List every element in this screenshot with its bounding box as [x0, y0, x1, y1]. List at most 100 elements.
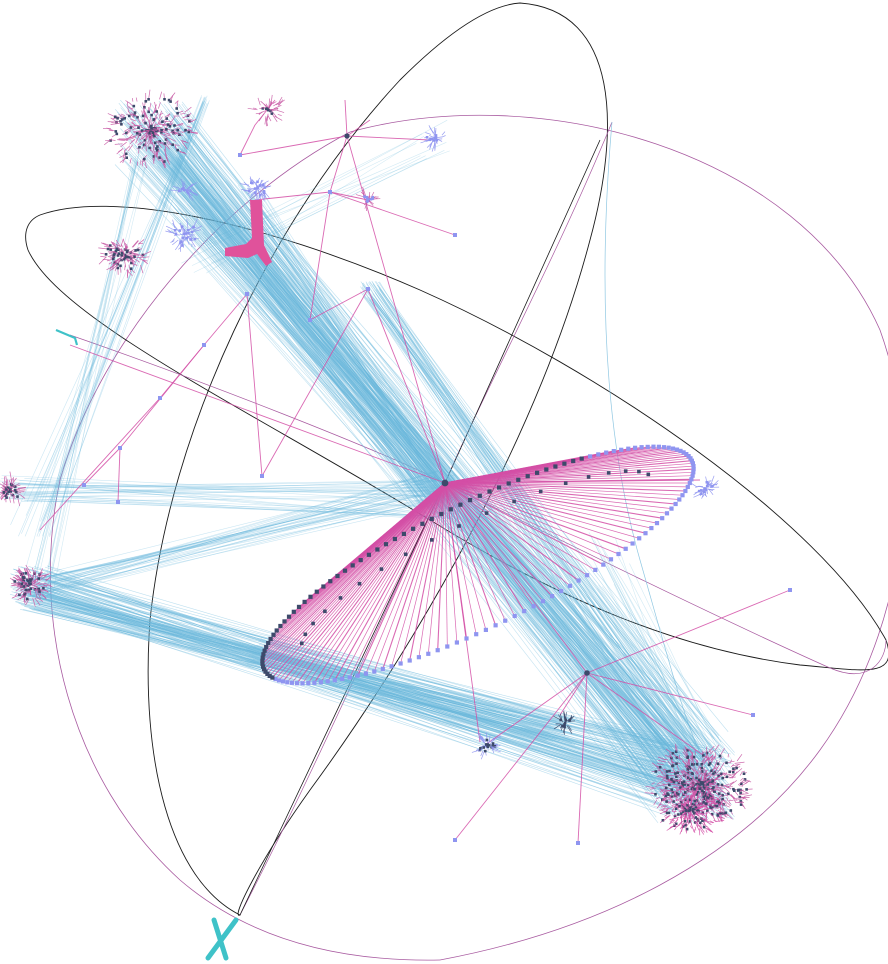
cross-edge — [175, 204, 651, 777]
cluster-node — [695, 776, 698, 780]
cluster-node — [173, 124, 176, 127]
fan-edge — [409, 482, 446, 661]
cluster-twig — [124, 138, 134, 141]
cross-edge — [121, 151, 452, 499]
cross-edge — [2, 484, 424, 495]
cluster-twig — [153, 152, 156, 162]
fan-edge — [421, 482, 446, 525]
cluster-twig — [189, 235, 194, 240]
ring-node — [487, 489, 492, 494]
cross-edge — [45, 569, 682, 807]
cluster-twig — [25, 567, 30, 575]
cluster-node — [721, 776, 724, 780]
fan-edge — [444, 457, 691, 484]
cluster-node — [686, 768, 689, 771]
ring-node — [264, 644, 269, 650]
cluster-twig — [172, 222, 178, 230]
ring-node — [571, 458, 576, 464]
cross-edge — [23, 594, 549, 726]
cluster-node — [113, 251, 116, 255]
teal-leaf-marker[interactable] — [55, 328, 79, 346]
cluster-node — [683, 807, 687, 811]
ring-inner-node — [300, 641, 304, 646]
cluster-node — [719, 812, 722, 815]
ring-node — [392, 536, 397, 542]
cluster-node — [266, 108, 270, 112]
cross-edge — [32, 590, 562, 724]
ring-node — [689, 477, 694, 482]
cross-edge — [30, 588, 710, 786]
cluster-twig — [689, 757, 694, 762]
cluster-twig — [719, 789, 729, 796]
cross-edge — [125, 103, 699, 777]
cluster-node — [704, 792, 708, 796]
cross-edge — [26, 102, 208, 502]
cluster-twig — [151, 130, 158, 135]
y-glyph-marker[interactable] — [225, 200, 272, 266]
cross-edge — [30, 490, 432, 598]
cross-edge — [34, 161, 138, 576]
cluster-node — [155, 110, 158, 113]
ring-node — [654, 521, 660, 526]
leaf-node — [202, 343, 206, 347]
cluster-twig — [265, 116, 268, 127]
cluster-twig — [148, 103, 152, 112]
cross-edge — [598, 585, 720, 766]
tree-branch — [246, 293, 263, 477]
root-ring-nodes — [260, 444, 696, 686]
tree-branch — [83, 447, 121, 486]
fan-edge — [412, 482, 446, 530]
cluster-twig — [155, 150, 159, 161]
tree-branch — [239, 135, 348, 156]
upper-hub[interactable] — [344, 133, 350, 139]
cluster-node — [691, 772, 694, 776]
cluster-twig — [568, 717, 573, 721]
cluster-twig — [739, 772, 742, 776]
cross-edge — [37, 592, 560, 741]
ring-node — [268, 636, 273, 642]
lower-right-hub[interactable] — [584, 670, 590, 676]
cluster-twig — [15, 487, 26, 490]
cluster-twig — [110, 123, 119, 125]
cross-edge — [153, 135, 695, 764]
fan-edge — [444, 482, 640, 539]
cluster-node — [253, 191, 257, 194]
cluster-twig — [679, 811, 686, 819]
cluster-twig — [726, 786, 732, 789]
cluster-twig — [701, 751, 705, 755]
cluster-node — [261, 107, 265, 110]
cross-edge — [255, 192, 439, 492]
cross-edge — [120, 99, 709, 767]
x-glyph-marker[interactable] — [205, 917, 239, 961]
cross-edge — [4, 494, 444, 513]
cluster-twig — [127, 101, 129, 112]
cluster-node — [133, 111, 137, 114]
cross-edge — [36, 578, 728, 802]
ring-node — [661, 445, 667, 450]
cluster-node — [116, 266, 120, 270]
cluster-twig — [699, 767, 703, 776]
node-clusters — [0, 89, 792, 845]
cross-edge — [39, 578, 725, 752]
cross-edge — [171, 168, 676, 815]
cross-edge — [169, 153, 696, 810]
central-hub[interactable] — [441, 479, 449, 487]
cross-edge — [251, 653, 693, 773]
cross-edge — [195, 217, 709, 822]
ring-node — [503, 618, 508, 623]
fan-edge — [440, 482, 446, 515]
cluster-node — [180, 225, 184, 228]
cluster-twig — [676, 816, 679, 822]
cross-edge — [132, 159, 723, 773]
cluster-twig — [704, 773, 713, 778]
cluster-tuft — [0, 471, 26, 507]
cluster-twig — [177, 123, 184, 126]
cross-edge — [19, 475, 439, 580]
cross-edge — [170, 160, 437, 485]
cluster-twig — [150, 116, 152, 127]
cluster-twig — [683, 797, 687, 800]
cluster-twig — [728, 800, 731, 805]
cross-edge — [371, 299, 723, 780]
